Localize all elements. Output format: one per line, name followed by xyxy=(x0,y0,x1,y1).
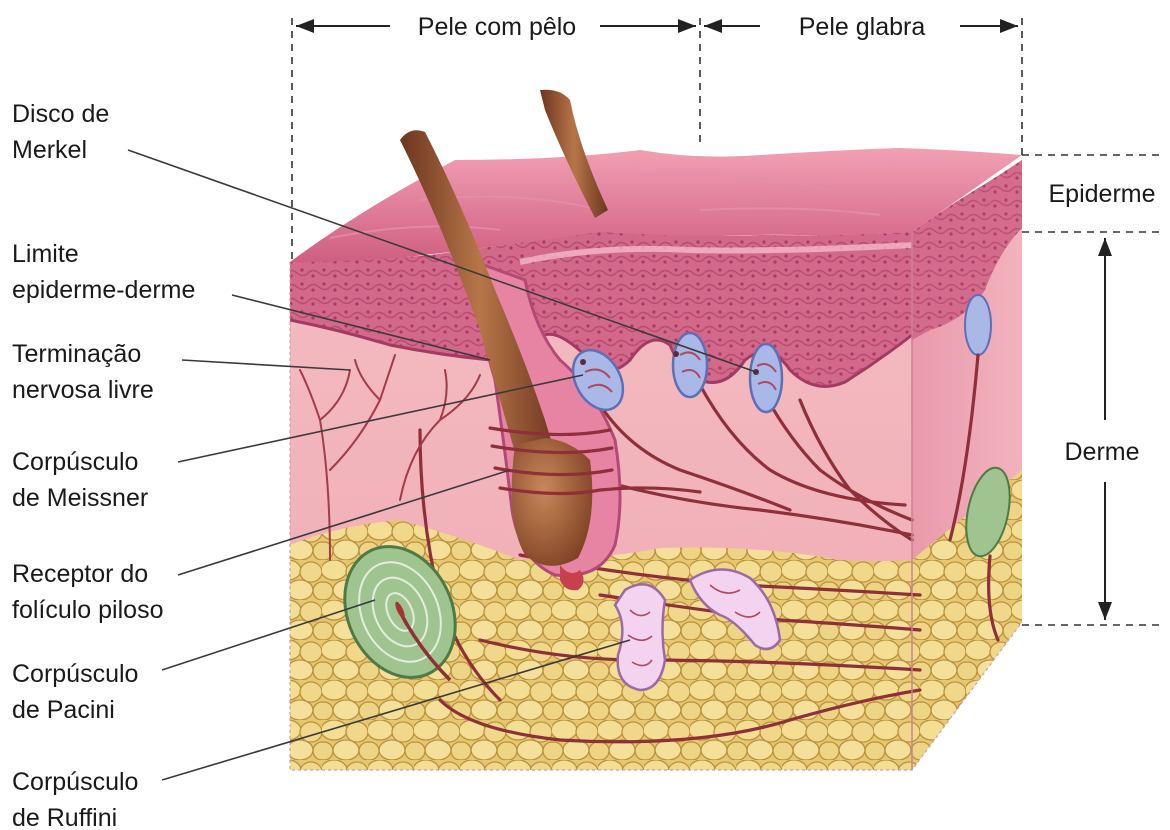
meissner-label: Corpúsculo de Meissner xyxy=(12,448,148,512)
ruffini-label: Corpúsculo de Ruffini xyxy=(12,768,145,830)
skin-block-side-face xyxy=(912,160,1022,770)
merkel-label: Disco de Merkel xyxy=(12,100,116,164)
boundary-label: Limite epiderme-derme xyxy=(12,240,195,304)
free-nerve-ending-label: Terminação nervosa livre xyxy=(12,340,154,404)
hairy-skin-label: Pele com pêlo xyxy=(418,13,576,41)
meissner-corpuscle xyxy=(750,344,782,412)
layer-markers: Epiderme Derme xyxy=(1022,155,1160,625)
pacini-label: Corpúsculo de Pacini xyxy=(12,660,145,724)
epidermis-label: Epiderme xyxy=(1049,180,1156,208)
left-labels: Disco de Merkel Limite epiderme-derme Te… xyxy=(12,100,195,830)
follicle-receptor-label: Receptor do folículo piloso xyxy=(12,560,163,624)
dermis-label: Derme xyxy=(1064,438,1139,466)
meissner-corpuscle xyxy=(673,333,707,397)
glabrous-skin-label: Pele glabra xyxy=(799,13,926,41)
